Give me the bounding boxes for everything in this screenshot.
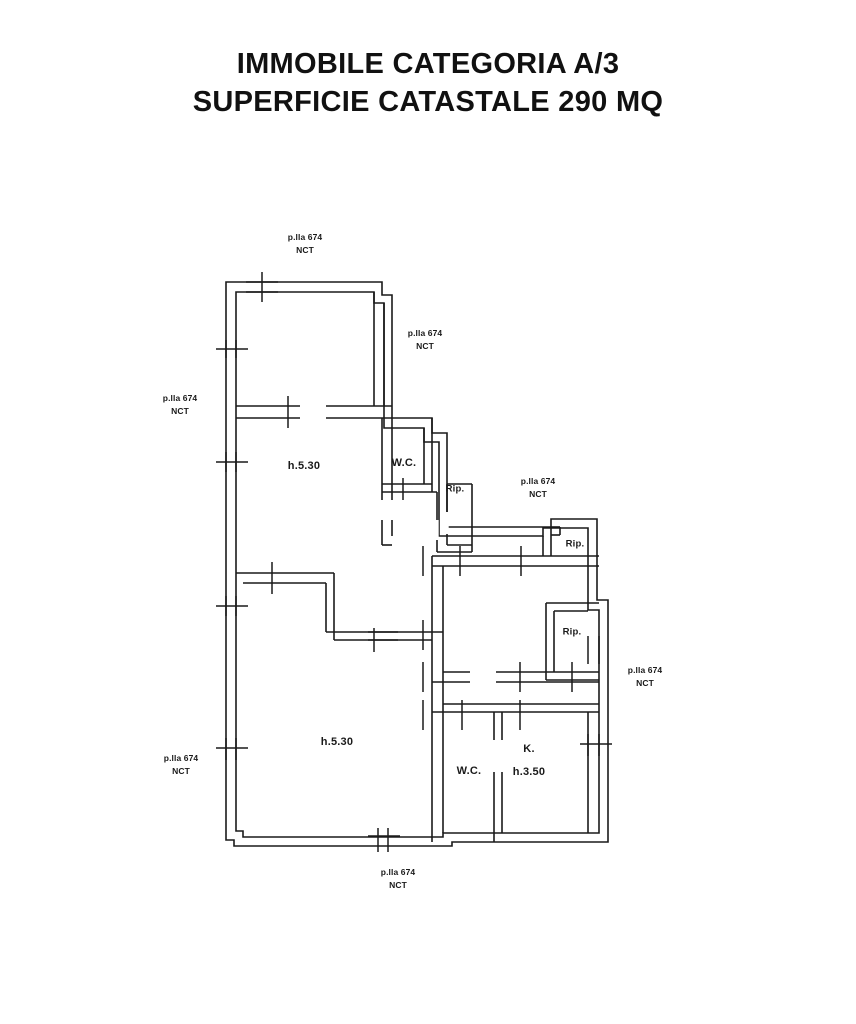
parcel-label-upper-right: p.lla 674 NCT: [408, 327, 442, 353]
wall-corridor-band: [431, 555, 599, 682]
parcel-label-top: p.lla 674 NCT: [288, 231, 322, 257]
wall-lower-hall: [236, 572, 444, 842]
parcel-label-registry: NCT: [529, 489, 547, 499]
room-label-wc-lower: W.C.: [456, 765, 482, 777]
parcel-label-registry: NCT: [636, 678, 654, 688]
parcel-label-left-lower: p.lla 674 NCT: [164, 752, 198, 778]
room-label-rip-1: Rip.: [445, 483, 465, 495]
parcel-label-id: p.lla 674: [163, 752, 199, 763]
wall-outer-perimeter: [225, 281, 609, 847]
wall-top-room: [236, 292, 392, 419]
door-openings: [300, 404, 504, 772]
parcel-label-id: p.lla 674: [287, 231, 323, 242]
title-line-category: IMMOBILE CATEGORIA A/3: [236, 48, 620, 80]
room-label-kitchen: K.: [523, 743, 535, 755]
parcel-label-id: p.lla 674: [162, 392, 198, 403]
parcel-label-id: p.lla 674: [627, 664, 663, 675]
parcel-label-registry: NCT: [296, 245, 314, 255]
parcel-label-id: p.lla 674: [520, 475, 556, 486]
parcel-label-registry: NCT: [416, 341, 434, 351]
parcel-label-id: p.lla 674: [380, 866, 416, 877]
parcel-label-left-upper: p.lla 674 NCT: [163, 392, 197, 418]
page-title: IMMOBILE CATEGORIA A/3 SUPERFICIE CATAST…: [0, 46, 856, 121]
room-label-lower-height: h.5.30: [320, 736, 354, 748]
room-label-rip-2: Rip.: [565, 538, 585, 550]
parcel-label-registry: NCT: [172, 766, 190, 776]
room-label-kitchen-height: h.3.50: [512, 766, 546, 778]
title-line-surface: SUPERFICIE CATASTALE 290 MQ: [192, 85, 664, 118]
parcel-label-bottom: p.lla 674 NCT: [381, 866, 415, 892]
wall-upper-mid-room: [381, 418, 437, 546]
room-label-upper-height: h.5.30: [287, 460, 321, 472]
wall-rip-2: [542, 526, 561, 556]
parcel-label-registry: NCT: [389, 880, 407, 890]
wall-bottom-right-band: [432, 671, 599, 842]
parcel-label-id: p.lla 674: [407, 327, 443, 338]
window-symbols: [216, 272, 612, 852]
parcel-label-mid-right: p.lla 674 NCT: [521, 475, 555, 501]
parcel-label-right-lower: p.lla 674 NCT: [628, 664, 662, 690]
parcel-label-registry: NCT: [171, 406, 189, 416]
room-label-wc-upper: W.C.: [391, 457, 417, 469]
room-label-rip-3: Rip.: [562, 626, 582, 638]
